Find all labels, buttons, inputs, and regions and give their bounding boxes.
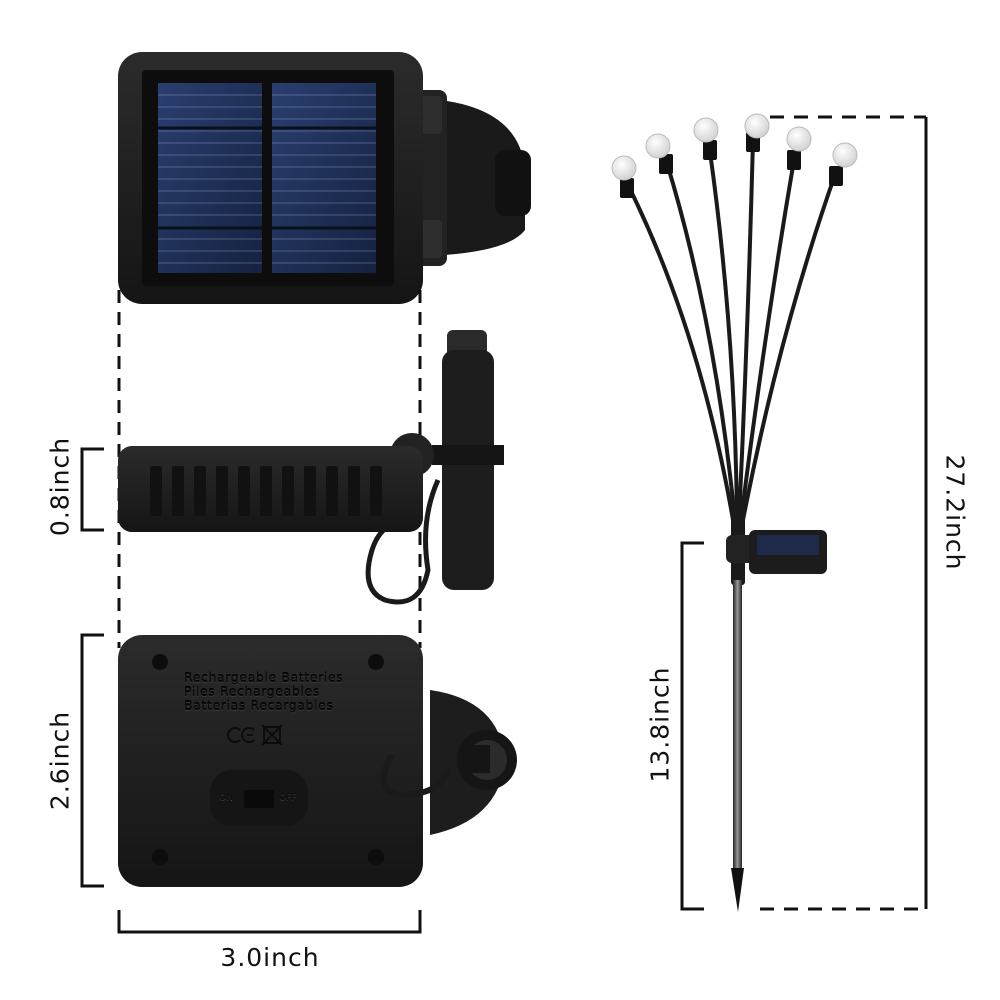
battery-label-line-2: Piles Rechargeables [184, 684, 320, 699]
battery-label-line-3: Batterias Recargables [184, 698, 334, 713]
box-width-label: 3.0inch [220, 943, 320, 972]
solar-panel-side [118, 330, 504, 605]
box-height-label: 2.6inch [45, 710, 75, 811]
box-width-bracket [117, 910, 422, 934]
box-height-bracket [80, 633, 104, 888]
switch-off-label: OFF [279, 793, 297, 803]
solar-panel-front [118, 52, 531, 304]
total-height-label: 27.2inch [940, 454, 970, 571]
guide-lines-right [680, 115, 928, 911]
battery-box-back [118, 635, 517, 887]
firefly-light-product [611, 113, 858, 912]
stake-height-label: 13.8inch [645, 666, 675, 783]
thickness-bracket [80, 447, 104, 532]
battery-label-line-1: Rechargeable Batteries [184, 670, 344, 685]
switch-on-label: ON [219, 793, 233, 803]
thickness-label: 0.8inch [45, 436, 75, 537]
battery-label: Rechargeable Batteries Piles Rechargeabl… [184, 671, 384, 713]
